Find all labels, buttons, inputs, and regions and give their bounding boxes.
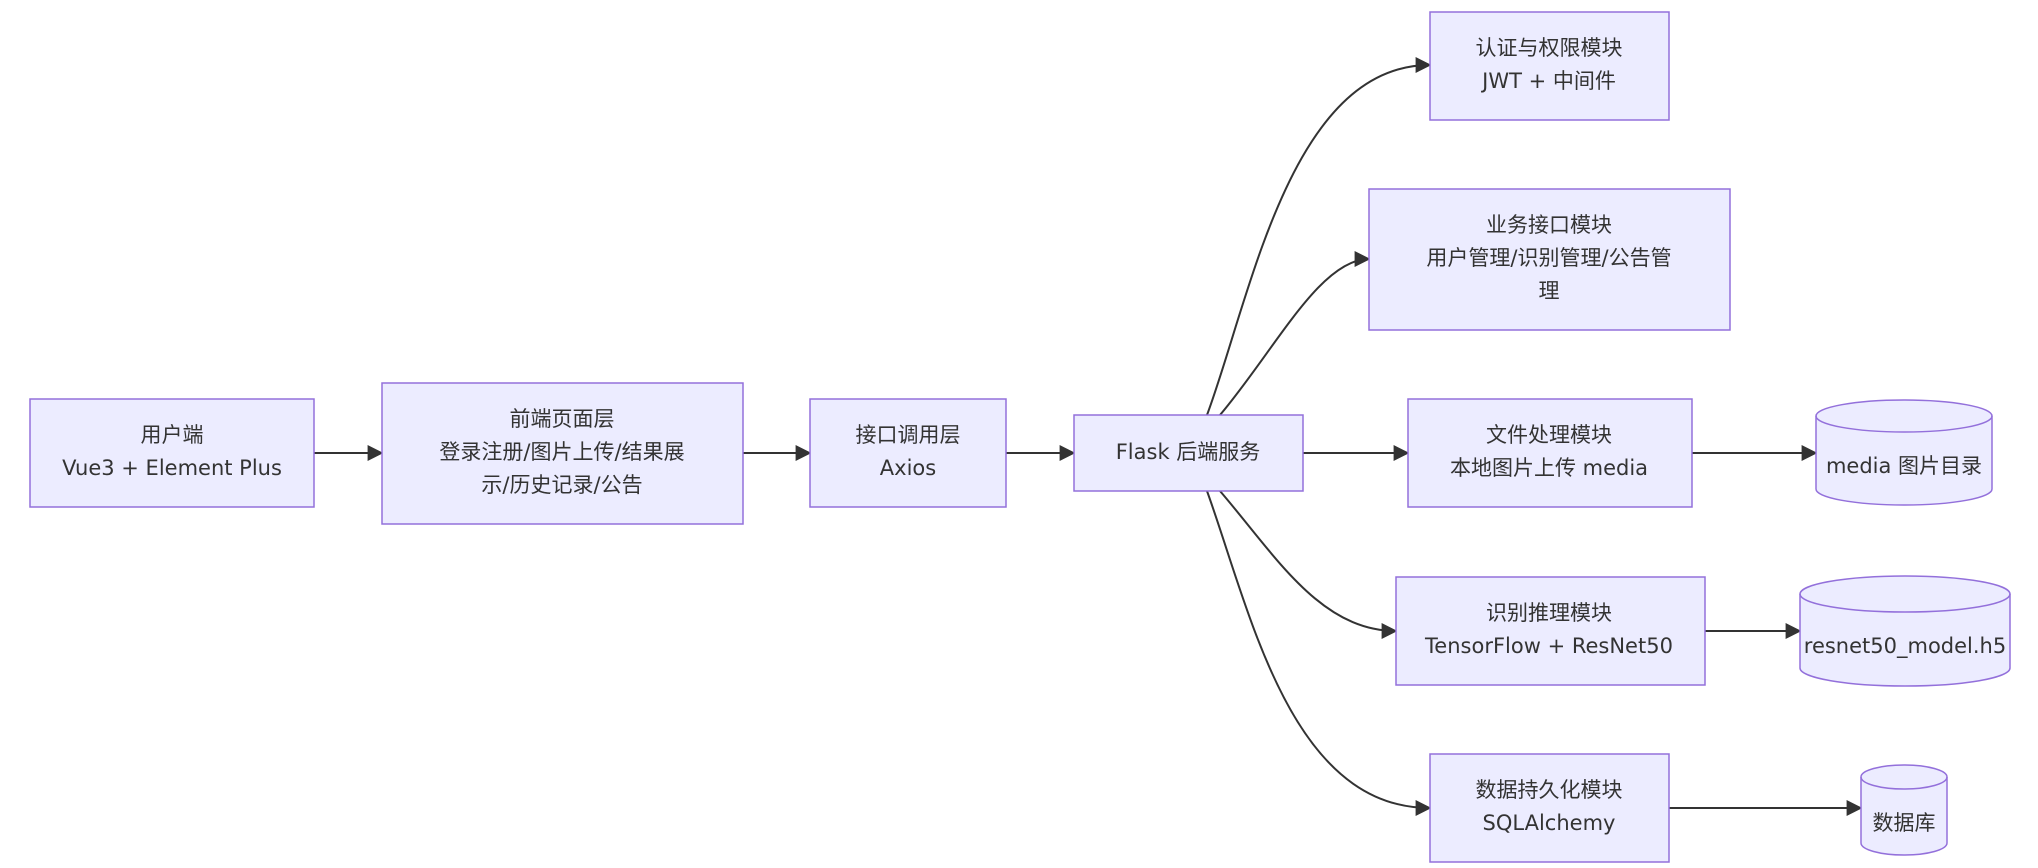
business-node-title: 业务接口模块 <box>1486 213 1612 237</box>
media-dir-cylinder: media 图片目录 <box>1815 399 1993 506</box>
persist-node-title: 数据持久化模块 <box>1476 778 1623 802</box>
business-node: 业务接口模块 用户管理/识别管理/公告管 理 <box>1368 188 1731 331</box>
flask-node: Flask 后端服务 <box>1073 414 1304 492</box>
edge-flask-to-auth <box>1206 57 1432 416</box>
auth-node-subtitle: JWT + 中间件 <box>1480 69 1616 93</box>
file-node: 文件处理模块 本地图片上传 media <box>1407 398 1693 508</box>
edge-flask-to-infer <box>1219 490 1398 639</box>
api-layer-node-subtitle: Axios <box>880 456 936 480</box>
model-file-cylinder: resnet50_model.h5 <box>1799 575 2011 687</box>
edges <box>314 57 1863 816</box>
frontend-node-line-2: 登录注册/图片上传/结果展 <box>439 440 684 464</box>
user-node: 用户端 Vue3 + Element Plus <box>29 398 315 508</box>
frontend-node-title: 前端页面层 <box>510 407 615 431</box>
database-cylinder: 数据库 <box>1860 764 1948 856</box>
flask-node-title: Flask 后端服务 <box>1116 440 1261 464</box>
edge-flask-to-persist <box>1206 490 1432 816</box>
user-node-subtitle: Vue3 + Element Plus <box>62 456 282 480</box>
database-label: 数据库 <box>1873 811 1936 835</box>
api-layer-node: 接口调用层 Axios <box>809 398 1007 508</box>
file-node-title: 文件处理模块 <box>1486 423 1612 447</box>
infer-node-subtitle: TensorFlow + ResNet50 <box>1424 634 1673 658</box>
file-node-subtitle: 本地图片上传 media <box>1450 456 1648 480</box>
user-node-title: 用户端 <box>141 423 204 447</box>
auth-node: 认证与权限模块 JWT + 中间件 <box>1429 11 1670 121</box>
infer-node: 识别推理模块 TensorFlow + ResNet50 <box>1395 576 1706 686</box>
edge-flask-to-business <box>1219 251 1371 416</box>
model-file-label: resnet50_model.h5 <box>1804 634 2006 659</box>
auth-node-title: 认证与权限模块 <box>1476 36 1623 60</box>
persist-node-subtitle: SQLAlchemy <box>1483 811 1616 835</box>
media-dir-label: media 图片目录 <box>1826 454 1982 478</box>
frontend-node-line-3: 示/历史记录/公告 <box>481 473 642 497</box>
business-node-line-3: 理 <box>1539 279 1560 303</box>
persist-node: 数据持久化模块 SQLAlchemy <box>1429 753 1670 863</box>
business-node-line-2: 用户管理/识别管理/公告管 <box>1426 246 1671 270</box>
frontend-node: 前端页面层 登录注册/图片上传/结果展 示/历史记录/公告 <box>381 382 744 525</box>
infer-node-title: 识别推理模块 <box>1486 601 1612 625</box>
api-layer-node-title: 接口调用层 <box>856 423 961 447</box>
